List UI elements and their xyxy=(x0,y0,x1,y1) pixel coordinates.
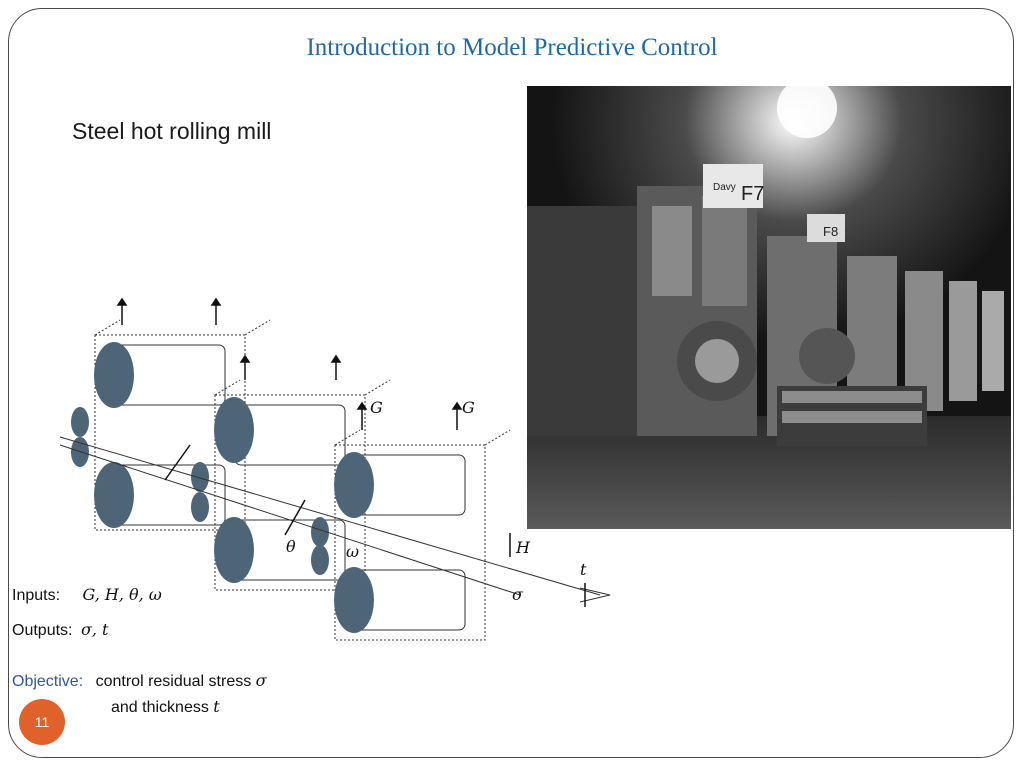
outputs-row: Outputs: σ, t xyxy=(12,620,108,640)
inputs-label: Inputs: xyxy=(12,587,61,604)
inputs-row: Inputs: G, H, θ, ω xyxy=(12,585,162,605)
photo-brand-label: Davy xyxy=(713,182,736,193)
objective-label: Objective: xyxy=(12,673,84,690)
diagram-symbol-t: t xyxy=(580,560,587,579)
objective-line1-text: control residual stress xyxy=(95,673,252,690)
diagram-symbol-sigma: σ xyxy=(512,585,524,604)
photo-stand-label-f8: F8 xyxy=(823,224,838,239)
photo-stand-label-f7: F7 xyxy=(741,183,764,205)
outputs-label: Outputs: xyxy=(12,622,73,639)
page-number-badge: 11 xyxy=(19,699,65,745)
rolling-mill-diagram: G G H θ ω σ t xyxy=(59,297,611,641)
inputs-value: G, H, θ, ω xyxy=(82,585,162,604)
diagram-symbol-h: H xyxy=(515,538,531,557)
slide-frame xyxy=(8,8,1014,758)
outputs-value: σ, t xyxy=(80,620,109,639)
objective-row: Objective: control residual stress σ xyxy=(12,671,267,691)
diagram-symbol-omega: ω xyxy=(346,542,359,561)
objective-line2-symbol: t xyxy=(213,697,220,716)
diagram-symbol-theta: θ xyxy=(286,537,296,556)
diagram-symbol-g2: G xyxy=(462,398,475,417)
objective-line1-symbol: σ xyxy=(255,671,267,690)
rolling-mill-photo: Davy F7 F8 xyxy=(527,86,1011,529)
objective-line2-text: and thickness xyxy=(111,699,209,716)
slide-title: Introduction to Model Predictive Control xyxy=(306,34,718,61)
objective-line2: and thickness t xyxy=(111,697,220,717)
slide-subtitle: Steel hot rolling mill xyxy=(72,118,272,144)
diagram-symbol-g1: G xyxy=(370,398,383,417)
